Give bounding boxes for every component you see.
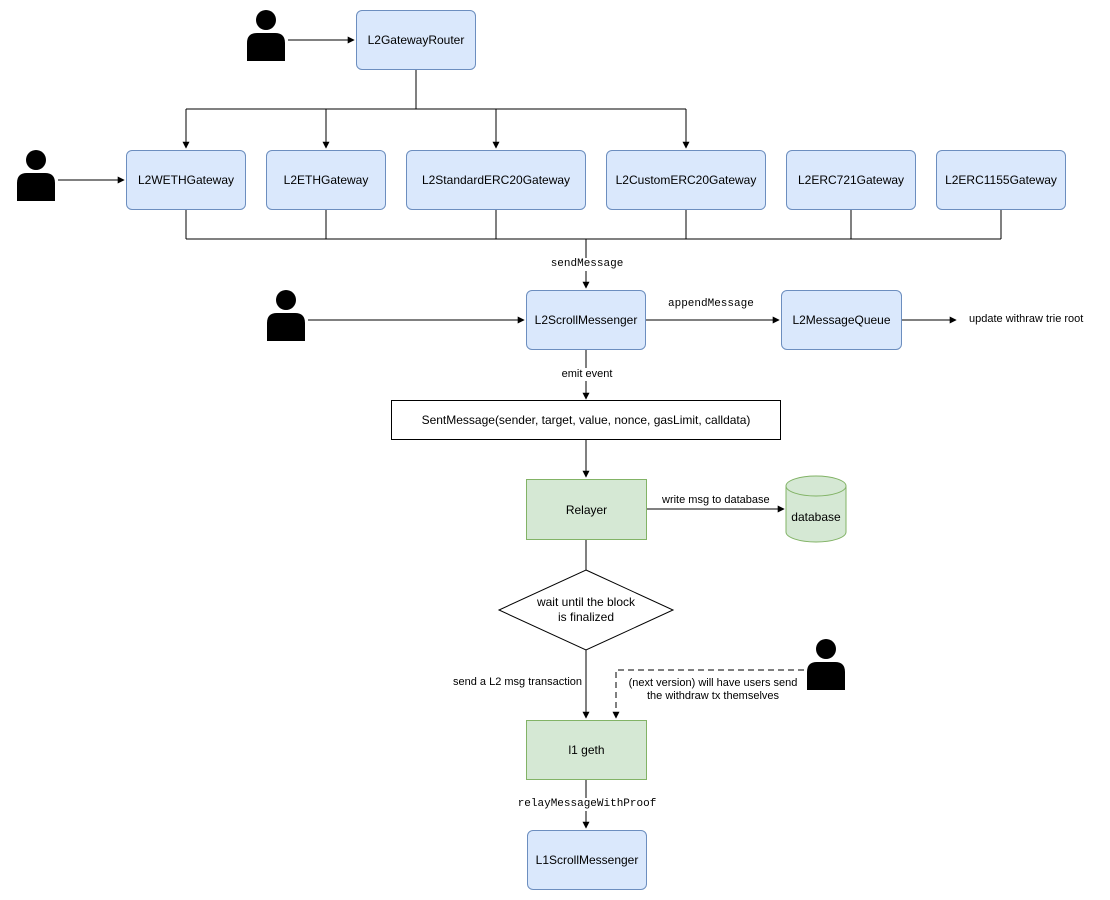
database-cylinder: [785, 475, 847, 543]
label-write-msg: write msg to database: [662, 494, 770, 507]
user-icon: [267, 290, 305, 341]
relayer: Relayer: [526, 479, 647, 540]
l2-message-queue: L2MessageQueue: [781, 290, 902, 350]
database-label: database: [791, 510, 841, 524]
l2-erc1155-gateway: L2ERC1155Gateway: [936, 150, 1066, 210]
wait-decision-diamond: [497, 569, 675, 651]
user-icon: [247, 10, 285, 61]
edge-user-to-geth-dashed: [612, 669, 804, 719]
label-emit-event: emit event: [561, 368, 613, 381]
label-send-l2-tx: send a L2 msg transaction: [453, 676, 583, 688]
label-append-message: appendMessage: [668, 298, 754, 311]
l2-gateway-router: L2GatewayRouter: [356, 10, 476, 70]
l2-standard-erc20-gateway: L2StandardERC20Gateway: [406, 150, 586, 210]
l1-scroll-messenger: L1ScrollMessenger: [527, 830, 647, 890]
label-relay-with-proof: relayMessageWithProof: [517, 798, 657, 811]
l2-scroll-messenger: L2ScrollMessenger: [526, 290, 646, 350]
label-update-withdraw-root: update withraw trie root: [969, 313, 1084, 325]
user-icon: [807, 639, 845, 690]
l2-custom-erc20-gateway: L2CustomERC20Gateway: [606, 150, 766, 210]
l1-geth: l1 geth: [526, 720, 647, 780]
l2-weth-gateway: L2WETHGateway: [126, 150, 246, 210]
user-icon: [17, 150, 55, 201]
l2-eth-gateway: L2ETHGateway: [266, 150, 386, 210]
label-send-message: sendMessage: [550, 258, 624, 271]
sent-message-event: SentMessage(sender, target, value, nonce…: [391, 400, 781, 440]
l2-erc721-gateway: L2ERC721Gateway: [786, 150, 916, 210]
